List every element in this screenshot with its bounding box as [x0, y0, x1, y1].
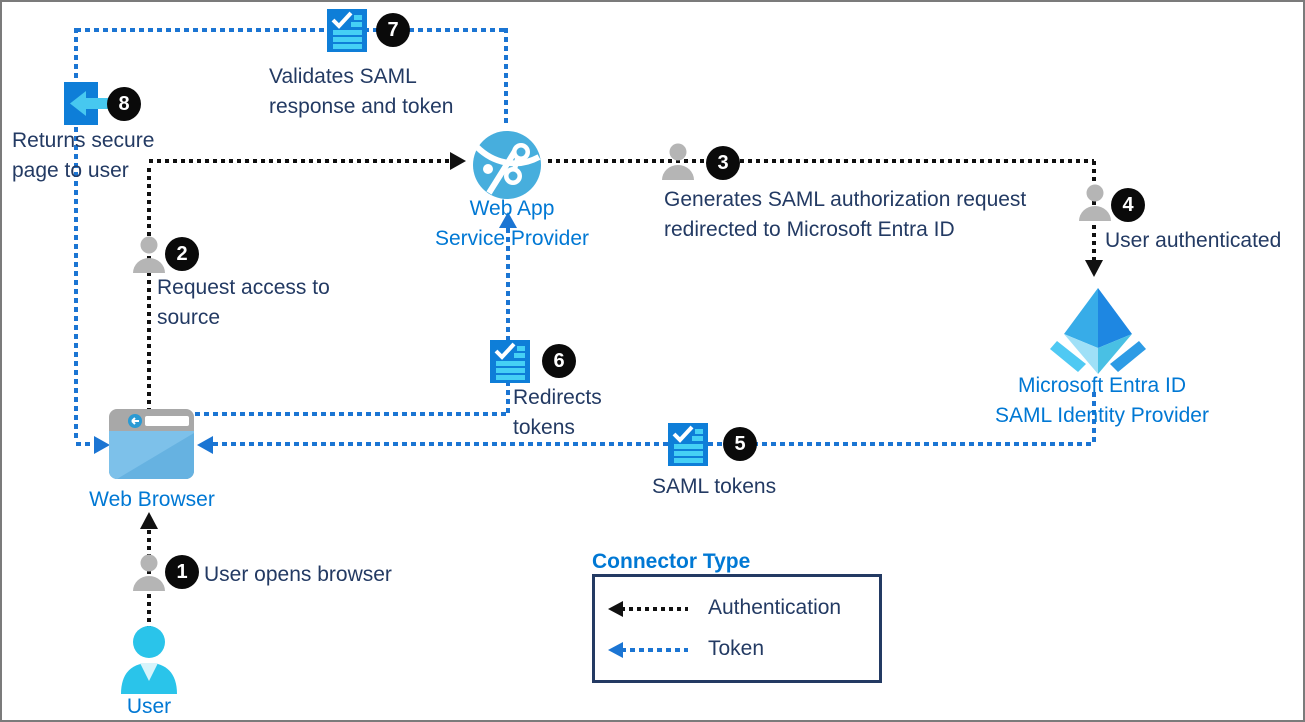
entra-label-line1: Microsoft Entra ID — [1017, 374, 1187, 397]
step-4-badge: 4 — [1111, 188, 1145, 222]
return-page-icon — [64, 82, 122, 125]
step-2-label-line1: Request access to — [157, 276, 330, 299]
entra-label-line2: SAML Identity Provider — [995, 404, 1209, 427]
step-1-number: 1 — [176, 560, 188, 583]
legend-token-arrowhead — [608, 642, 623, 658]
legend-box: Authentication Token — [592, 574, 882, 683]
step-4-label: User authenticated — [1105, 229, 1282, 252]
arrowhead-right-to-web-app — [450, 152, 466, 170]
arrowhead-right-to-browser — [94, 436, 110, 454]
token-line-down-to-webapp — [504, 28, 508, 124]
saml-token-document-icon — [668, 423, 708, 466]
step-5-badge: 5 — [723, 427, 757, 461]
token-line-top — [76, 28, 506, 32]
globe-network-icon — [473, 131, 541, 199]
legend-auth-label: Authentication — [708, 596, 842, 619]
token-line-entra-to-browser — [213, 442, 1094, 446]
step-2-badge: 2 — [165, 237, 199, 271]
auth-line-browser-up — [147, 168, 151, 410]
token-line-left-down — [74, 28, 78, 442]
auth-line-to-web-app — [149, 159, 450, 163]
person-silhouette-icon — [133, 554, 165, 591]
person-silhouette-icon — [133, 236, 165, 273]
step-2-number: 2 — [176, 242, 188, 265]
step-6-label: Redirects tokens — [513, 383, 602, 443]
step-7-label-line1: Validates SAML — [269, 65, 417, 88]
token-line-into-browser-left — [76, 442, 96, 446]
step-3-label-line1: Generates SAML authorization request — [664, 188, 1027, 211]
microsoft-entra-id-icon — [1050, 288, 1146, 374]
step-6-number: 6 — [553, 349, 565, 372]
token-line-browser-to-redirect — [195, 412, 508, 416]
saml-token-document-icon — [490, 340, 530, 383]
step-1-label: User opens browser — [204, 563, 392, 586]
web-browser-label: Web Browser — [89, 488, 215, 511]
step-3-badge: 3 — [706, 146, 740, 180]
arrowhead-up-to-webapp — [499, 212, 517, 228]
arrowhead-left-to-browser — [197, 436, 213, 454]
legend-auth-arrowhead — [608, 601, 623, 617]
person-silhouette-icon — [662, 143, 694, 180]
step-6-label-line1: Redirects — [513, 386, 602, 409]
entra-label: Microsoft Entra ID SAML Identity Provide… — [987, 371, 1217, 431]
step-4-number: 4 — [1122, 193, 1134, 216]
step-3-label: Generates SAML authorization request red… — [664, 185, 1026, 245]
step-8-badge: 8 — [107, 87, 141, 121]
step-3-number: 3 — [717, 151, 729, 174]
step-5-label: SAML tokens — [652, 475, 777, 498]
token-line-up-to-webapp — [506, 228, 510, 416]
web-app-label-line1: Web App — [469, 197, 555, 220]
step-5-number: 5 — [734, 432, 746, 455]
arrowhead-up-to-web-browser — [140, 512, 158, 529]
step-7-badge: 7 — [376, 13, 410, 47]
step-8-label-line1: Returns secure — [12, 129, 155, 152]
user-label: User — [126, 695, 172, 718]
user-person-icon — [121, 626, 177, 694]
saml-token-document-icon — [327, 9, 367, 52]
web-app-label: Web App Service Provider — [407, 194, 617, 254]
token-line-entra-down — [1092, 392, 1096, 444]
auth-line-webapp-to-entra — [548, 159, 1094, 163]
step-7-label-line2: response and token — [269, 95, 454, 118]
step-8-label: Returns secure page to user — [12, 126, 154, 186]
person-silhouette-icon — [1079, 184, 1111, 221]
step-8-number: 8 — [118, 92, 130, 115]
step-7-number: 7 — [387, 18, 399, 41]
web-app-label-line2: Service Provider — [434, 227, 590, 250]
step-8-label-line2: page to user — [12, 159, 129, 182]
step-1-badge: 1 — [165, 555, 199, 589]
arrowhead-down-to-entra — [1085, 260, 1103, 277]
step-7-label: Validates SAML response and token — [269, 62, 453, 122]
legend-token-line — [621, 648, 688, 652]
step-2-label-line2: source — [157, 306, 221, 329]
step-6-badge: 6 — [542, 344, 576, 378]
web-browser-icon — [109, 409, 194, 479]
step-2-label: Request access to source — [157, 273, 330, 333]
legend-token-label: Token — [708, 637, 765, 660]
step-6-label-line2: tokens — [513, 416, 575, 439]
legend-title: Connector Type — [592, 550, 751, 573]
legend-auth-line — [621, 607, 688, 611]
step-3-label-line2: redirected to Microsoft Entra ID — [664, 218, 955, 241]
